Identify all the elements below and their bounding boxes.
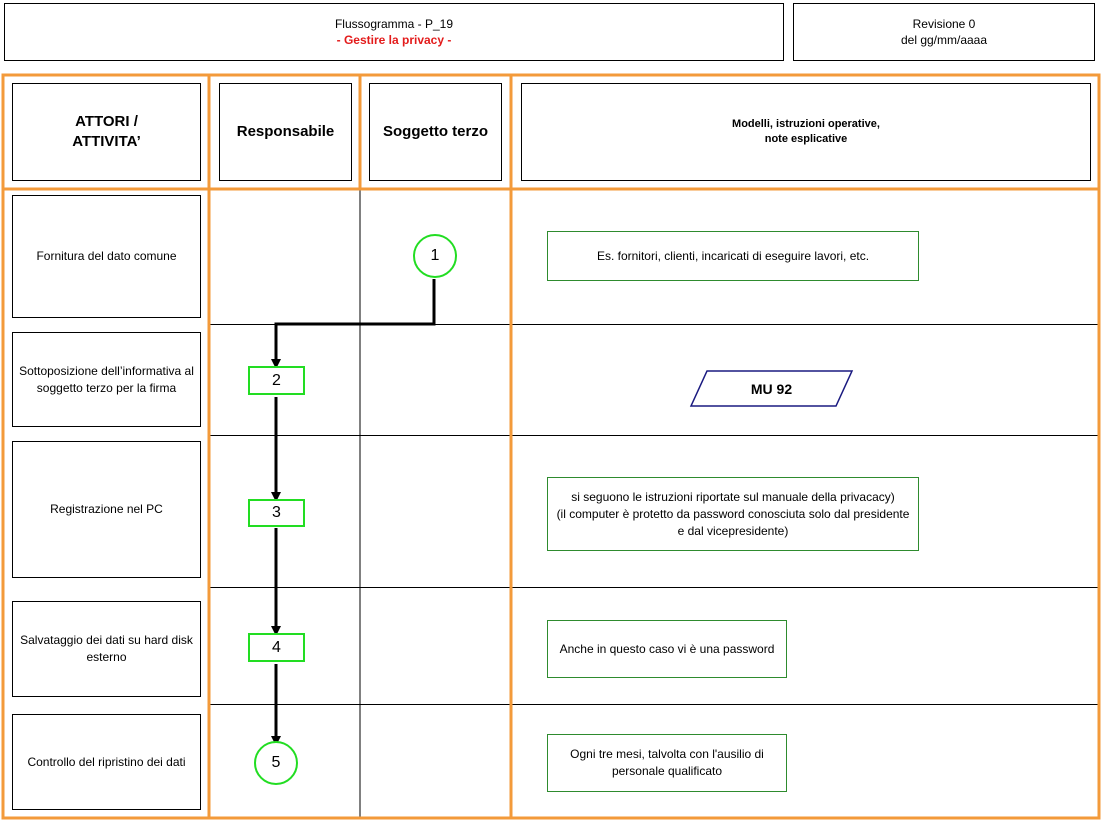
activity-box-2: Sottoposizione dell’informativa al sogge… — [12, 332, 201, 427]
connector-1-2 — [271, 279, 436, 369]
flowchart-title: Flussogramma - P_19 — [334, 17, 454, 31]
swimlane-frame — [1, 73, 1101, 820]
note-box-5: Ogni tre mesi, talvolta con l'ausilio di… — [547, 734, 787, 792]
step-2-box: 2 — [248, 366, 305, 395]
column-header-responsible: Responsabile — [219, 83, 352, 181]
activity-box-5: Controllo del ripristino dei dati — [12, 714, 201, 810]
step-4-box: 4 — [248, 633, 305, 662]
column-header-models: Modelli, istruzioni operative, note espl… — [521, 83, 1091, 181]
step-1-circle: 1 — [413, 234, 457, 278]
note-box-3: si seguono le istruzioni riportate sul m… — [547, 477, 919, 551]
note-box-1: Es. fornitori, clienti, incaricati di es… — [547, 231, 919, 281]
step-5-circle: 5 — [254, 741, 298, 785]
document-label-mu92: MU 92 — [750, 380, 793, 397]
revision-box: Revisione 0 del gg/mm/aaaa — [793, 3, 1095, 61]
frame-outer — [1, 73, 1101, 820]
header-title-box: Flussogramma - P_19 - Gestire la privacy… — [4, 3, 784, 61]
column-header-third-party: Soggetto terzo — [369, 83, 502, 181]
activity-box-3: Registrazione nel PC — [12, 441, 201, 578]
document-shape — [689, 370, 854, 407]
revision-label: Revisione 0 — [912, 17, 976, 31]
activity-box-4: Salvataggio dei dati su hard disk estern… — [12, 601, 201, 697]
revision-date: del gg/mm/aaaa — [900, 33, 988, 47]
note-box-4: Anche in questo caso vi è una password — [547, 620, 787, 678]
activity-box-1: Fornitura del dato comune — [12, 195, 201, 318]
flowchart-subtitle: - Gestire la privacy - — [336, 33, 452, 47]
column-header-actors: ATTORI / ATTIVITA’ — [12, 83, 201, 181]
step-3-box: 3 — [248, 499, 305, 527]
connectors — [271, 279, 436, 746]
